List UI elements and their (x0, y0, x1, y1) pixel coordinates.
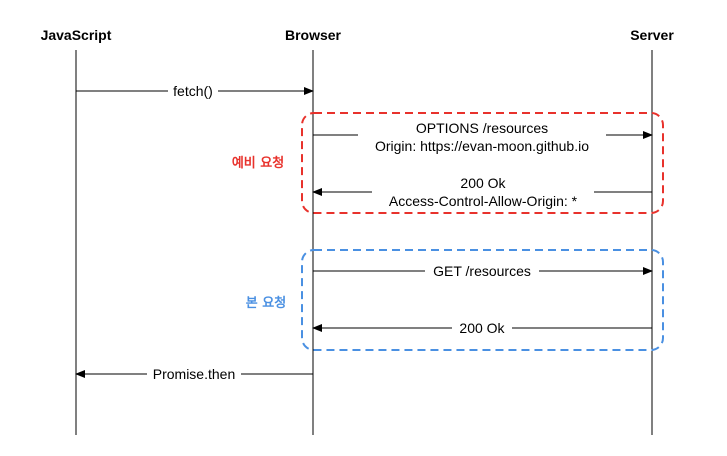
label-bg-options (358, 120, 606, 156)
message-options-line2: Origin: https://evan-moon.github.io (375, 138, 589, 154)
label-bg-preflight-response (372, 175, 594, 211)
main-request-group-box (301, 249, 664, 351)
message-fetch: fetch() (173, 83, 213, 99)
label-bg-fetch (168, 83, 218, 100)
message-preflight-response-line2: Access-Control-Allow-Origin: * (389, 193, 578, 209)
message-get-response: 200 Ok (459, 320, 505, 336)
actor-browser: Browser (285, 27, 342, 43)
message-preflight-response-line1: 200 Ok (460, 175, 506, 191)
actor-server: Server (630, 27, 674, 43)
preflight-group-label: 예비 요청 (232, 155, 284, 171)
actor-javascript: JavaScript (41, 27, 112, 43)
message-get: GET /resources (433, 263, 531, 279)
label-bg-promise (147, 366, 241, 383)
message-options-line1: OPTIONS /resources (416, 120, 548, 136)
label-bg-get (425, 263, 539, 280)
preflight-group-box (301, 112, 664, 214)
main-request-group-label: 본 요청 (246, 295, 286, 311)
message-promise: Promise.then (153, 366, 235, 382)
label-bg-get-response (452, 320, 512, 337)
